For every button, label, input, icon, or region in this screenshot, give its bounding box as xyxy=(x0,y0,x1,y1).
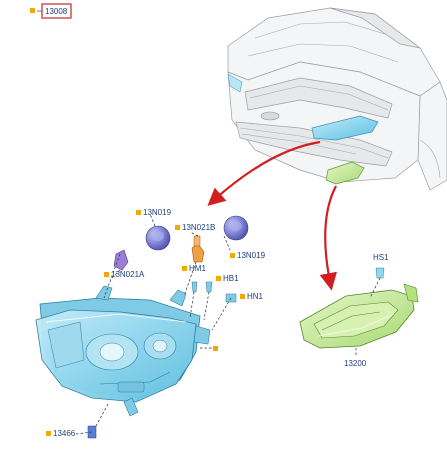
label-hb1: HB1 xyxy=(216,274,239,283)
part-label: HS1 xyxy=(373,253,389,262)
bullet-icon xyxy=(175,225,180,230)
part-label: HN1 xyxy=(247,292,264,301)
vehicle-front-illustration xyxy=(227,7,447,191)
label-13n021b: 13N021B xyxy=(175,223,215,232)
bullet-icon xyxy=(136,210,141,215)
screw-hm1 xyxy=(191,281,198,293)
label-hm1: HM1 xyxy=(182,264,206,273)
part-label: 13N021B xyxy=(182,223,215,232)
arrow-to-fog-lamp xyxy=(319,185,337,291)
bullet-icon xyxy=(230,253,235,258)
headlamp-assembly xyxy=(35,285,211,417)
label-headlamp-bullet xyxy=(213,346,218,351)
bullet-icon xyxy=(240,294,245,299)
bullet-icon xyxy=(213,346,218,351)
part-label: HM1 xyxy=(189,264,206,273)
part-label: HB1 xyxy=(223,274,239,283)
label-13n019-right: 13N019 xyxy=(230,251,266,260)
part-label: 13N019 xyxy=(237,251,266,260)
part-label: 13N019 xyxy=(143,208,172,217)
label-13466: 13466 xyxy=(46,429,76,438)
bullet-icon xyxy=(104,272,109,277)
label-hn1: HN1 xyxy=(240,292,264,301)
bulb-socket xyxy=(191,235,205,263)
bulb-holder xyxy=(113,249,129,271)
part-label: 13200 xyxy=(344,359,367,368)
bullet-icon xyxy=(182,266,187,271)
clip-hb1 xyxy=(205,281,213,293)
bulb-cap-left xyxy=(145,225,171,251)
part-label: 13N021A xyxy=(111,270,145,279)
main-part-reference: 13008 xyxy=(30,3,72,19)
bullet-icon xyxy=(46,431,51,436)
part-label: 13466 xyxy=(53,429,76,438)
fog-lamp-assembly xyxy=(299,283,419,349)
label-13n019-left: 13N019 xyxy=(136,208,172,217)
main-ref-label: 13008 xyxy=(45,7,68,16)
bullet-icon xyxy=(30,8,35,13)
bulb-cap-right xyxy=(223,215,249,241)
label-13200: 13200 xyxy=(344,359,367,368)
arrow-to-headlamp xyxy=(207,140,321,206)
label-13n021a: 13N021A xyxy=(104,270,145,279)
main-ref-box xyxy=(41,3,72,19)
bullet-icon xyxy=(216,276,221,281)
screw-hs1 xyxy=(375,267,385,279)
label-hs1: HS1 xyxy=(373,253,389,262)
